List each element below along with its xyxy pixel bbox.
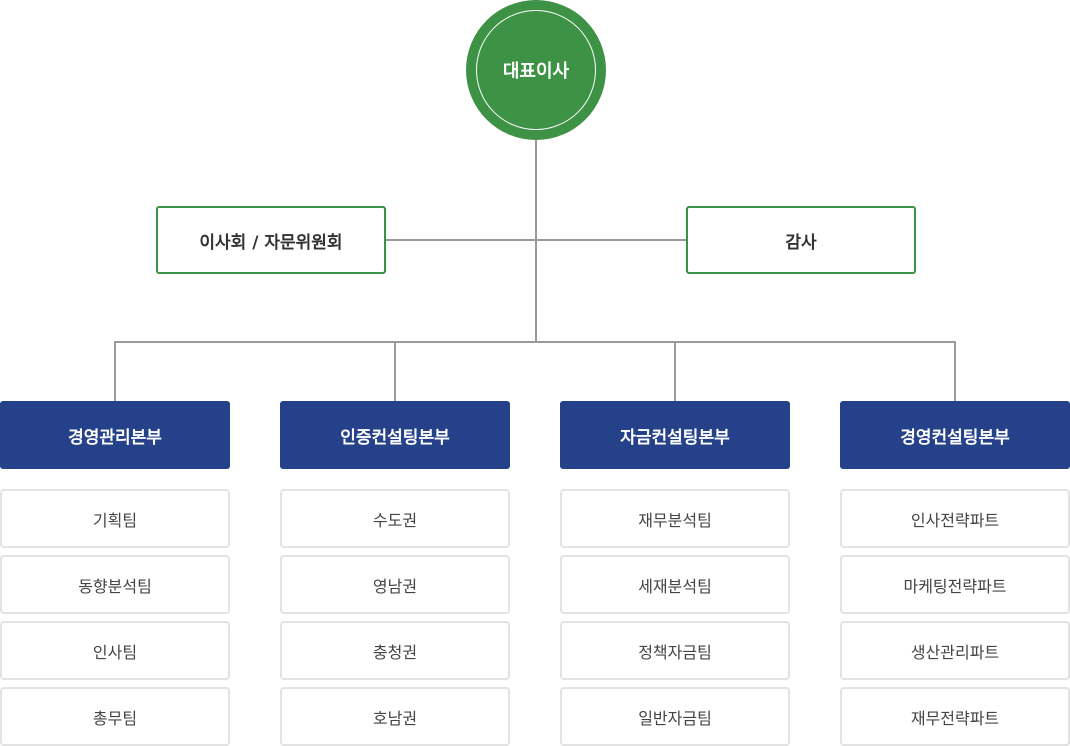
team-box: 총무팀 [0,687,230,746]
team-box: 일반자금팀 [560,687,790,746]
team-box: 동향분석팀 [0,555,230,614]
ceo-label: 대표이사 [476,10,596,130]
team-box: 호남권 [280,687,510,746]
division-management: 경영관리본부 [0,401,230,469]
team-box: 세재분석팀 [560,555,790,614]
division-funding-consulting: 자금컨설팅본부 [560,401,790,469]
team-box: 영남권 [280,555,510,614]
team-box: 마케팅전략파트 [840,555,1070,614]
division-business-consulting: 경영컨설팅본부 [840,401,1070,469]
team-box: 수도권 [280,489,510,548]
connector-side-branch [385,239,687,241]
team-box: 재무분석팀 [560,489,790,548]
team-box: 정책자금팀 [560,621,790,680]
division-certification-consulting: 인증컨설팅본부 [280,401,510,469]
audit-node: 감사 [686,206,916,274]
team-box: 생산관리파트 [840,621,1070,680]
ceo-node: 대표이사 [466,0,606,140]
connector-division-3 [674,341,676,401]
team-box: 인사전략파트 [840,489,1070,548]
board-node: 이사회 / 자문위원회 [156,206,386,274]
team-box: 인사팀 [0,621,230,680]
connector-division-4 [954,341,956,401]
team-box: 충청권 [280,621,510,680]
team-box: 기획팀 [0,489,230,548]
connector-division-bus [114,341,956,343]
connector-division-1 [114,341,116,401]
team-box: 재무전략파트 [840,687,1070,746]
connector-division-2 [394,341,396,401]
